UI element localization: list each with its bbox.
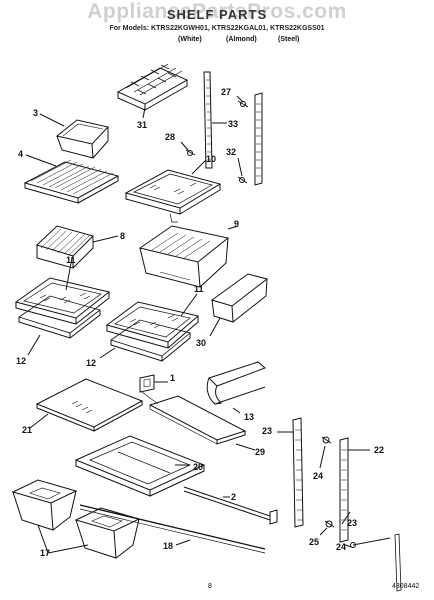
callout-31: 31 <box>137 120 147 130</box>
callout-12-right: 12 <box>86 358 96 368</box>
callout-9: 9 <box>234 219 239 229</box>
part-shelf-frame-12-left <box>18 295 101 339</box>
callout-20: 20 <box>193 462 203 472</box>
part-crisper-drawer-9 <box>138 225 230 288</box>
callout-28: 28 <box>165 132 175 142</box>
models-line: For Models: KTRS22KGWH01, KTRS22KGAL01, … <box>109 25 325 32</box>
part-rod-18 <box>79 504 266 554</box>
part-screw-28 <box>185 149 196 156</box>
color-almond: (Almond) <box>226 36 257 43</box>
part-bin-17-right <box>74 507 141 559</box>
callout-24-b: 24 <box>336 542 346 552</box>
part-bracket <box>269 509 278 525</box>
part-rail-23-a <box>292 417 304 528</box>
part-rod-2 <box>183 486 271 521</box>
color-steel: (Steel) <box>278 36 300 43</box>
callout-27: 27 <box>221 87 231 97</box>
callout-32: 32 <box>226 147 236 157</box>
color-white: (White) <box>178 36 202 43</box>
callout-30: 30 <box>196 338 206 348</box>
page-title: SHELF PARTS <box>166 7 268 22</box>
part-rail-cover-13 <box>206 361 266 405</box>
callout-1: 1 <box>170 373 175 383</box>
callout-29: 29 <box>255 447 265 457</box>
part-crisper-cover-10 <box>124 169 222 223</box>
part-screw-25 <box>324 520 335 528</box>
part-glass-shelf-11-left <box>14 277 111 325</box>
part-rail-right-top <box>254 92 263 186</box>
part-screw-24-a <box>321 436 332 444</box>
part-support-bar-29 <box>148 395 247 445</box>
callout-11-left: 11 <box>66 255 76 265</box>
callout-21: 21 <box>22 425 32 435</box>
callout-18: 18 <box>163 541 173 551</box>
part-screw-32 <box>237 176 248 184</box>
callout-8: 8 <box>120 231 125 241</box>
part-wire-shelf-4 <box>23 159 120 204</box>
callout-23-b: 23 <box>347 518 357 528</box>
callout-24-a: 24 <box>313 471 323 481</box>
callout-25: 25 <box>309 537 319 547</box>
callout-17: 17 <box>40 548 50 558</box>
callout-33: 33 <box>228 119 238 129</box>
part-ice-tray <box>116 63 189 111</box>
part-glass-shelf-11-right <box>105 301 200 349</box>
callout-22: 22 <box>374 445 384 455</box>
callout-10: 10 <box>206 154 216 164</box>
callout-4: 4 <box>18 149 23 159</box>
part-rail-23-b <box>394 533 402 592</box>
part-shelf-frame-12-right <box>110 319 191 362</box>
part-rail-22 <box>339 437 349 543</box>
callout-3: 3 <box>33 108 38 118</box>
watermark: AppliancePartsPros.com <box>87 0 347 23</box>
callout-12-left: 12 <box>16 356 26 366</box>
part-glass-panel-21 <box>35 378 144 432</box>
callout-13: 13 <box>244 412 254 422</box>
part-clip-1 <box>139 374 155 393</box>
callout-labels: 1 2 3 4 8 9 10 11 11 12 12 13 17 18 20 2… <box>16 87 384 558</box>
part-bin-17-left <box>11 479 78 531</box>
page-number: 8 <box>208 583 212 590</box>
callout-2: 2 <box>231 492 236 502</box>
part-door-bin-30 <box>210 273 269 323</box>
part-screw-24-b <box>350 537 391 548</box>
callout-11-right: 11 <box>194 284 204 294</box>
callout-23-a: 23 <box>262 426 272 436</box>
part-wire-basket-8 <box>36 225 94 269</box>
part-small-bin-3 <box>55 119 109 159</box>
document-number: 4308442 <box>392 583 420 590</box>
part-rail-33 <box>203 71 213 169</box>
